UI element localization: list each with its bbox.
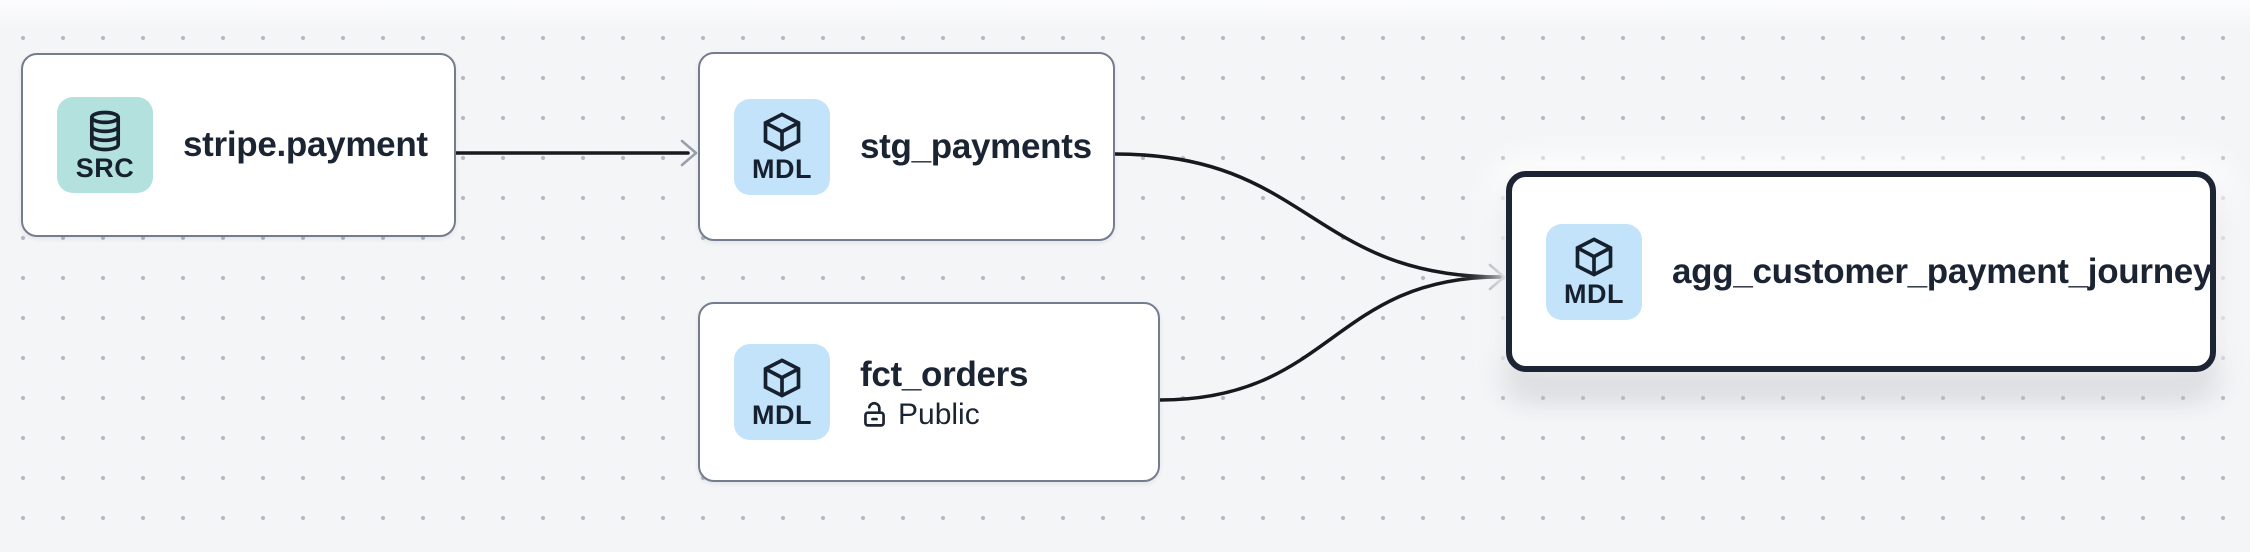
lineage-node-stg-payments[interactable]: MDL stg_payments xyxy=(698,52,1115,241)
edge-stg-to-agg xyxy=(1113,152,1502,279)
node-label: stg_payments xyxy=(860,126,1092,166)
node-label: fct_orders xyxy=(860,354,1029,394)
node-type-label: MDL xyxy=(752,399,812,430)
node-type-label: MDL xyxy=(1564,279,1624,309)
visibility-label: Public xyxy=(898,397,980,431)
lock-open-icon xyxy=(860,400,889,429)
database-icon xyxy=(83,109,127,153)
node-label: stripe.payment xyxy=(183,125,428,164)
lineage-node-stripe-payment[interactable]: SRC stripe.payment xyxy=(21,53,456,237)
lineage-node-fct-orders[interactable]: MDL fct_orders Public xyxy=(698,302,1160,482)
arrowhead-icon xyxy=(680,139,698,167)
visibility-row: Public xyxy=(860,397,1028,431)
node-type-badge-mdl: MDL xyxy=(734,98,830,195)
node-type-badge-mdl: MDL xyxy=(1546,223,1642,320)
node-type-badge-src: SRC xyxy=(57,97,153,193)
lineage-node-agg-customer-payment-journey[interactable]: MDL agg_customer_payment_journey xyxy=(1506,171,2216,372)
cube-icon xyxy=(1572,235,1616,279)
node-type-label: MDL xyxy=(752,154,812,184)
arrowhead-icon xyxy=(1488,263,1506,291)
edge-fct-to-agg xyxy=(1158,275,1502,402)
cube-icon xyxy=(760,110,804,154)
cube-icon xyxy=(760,356,804,400)
node-label: agg_customer_payment_journey xyxy=(1672,251,2213,291)
node-type-label: SRC xyxy=(75,152,135,183)
node-type-badge-mdl: MDL xyxy=(734,344,830,440)
